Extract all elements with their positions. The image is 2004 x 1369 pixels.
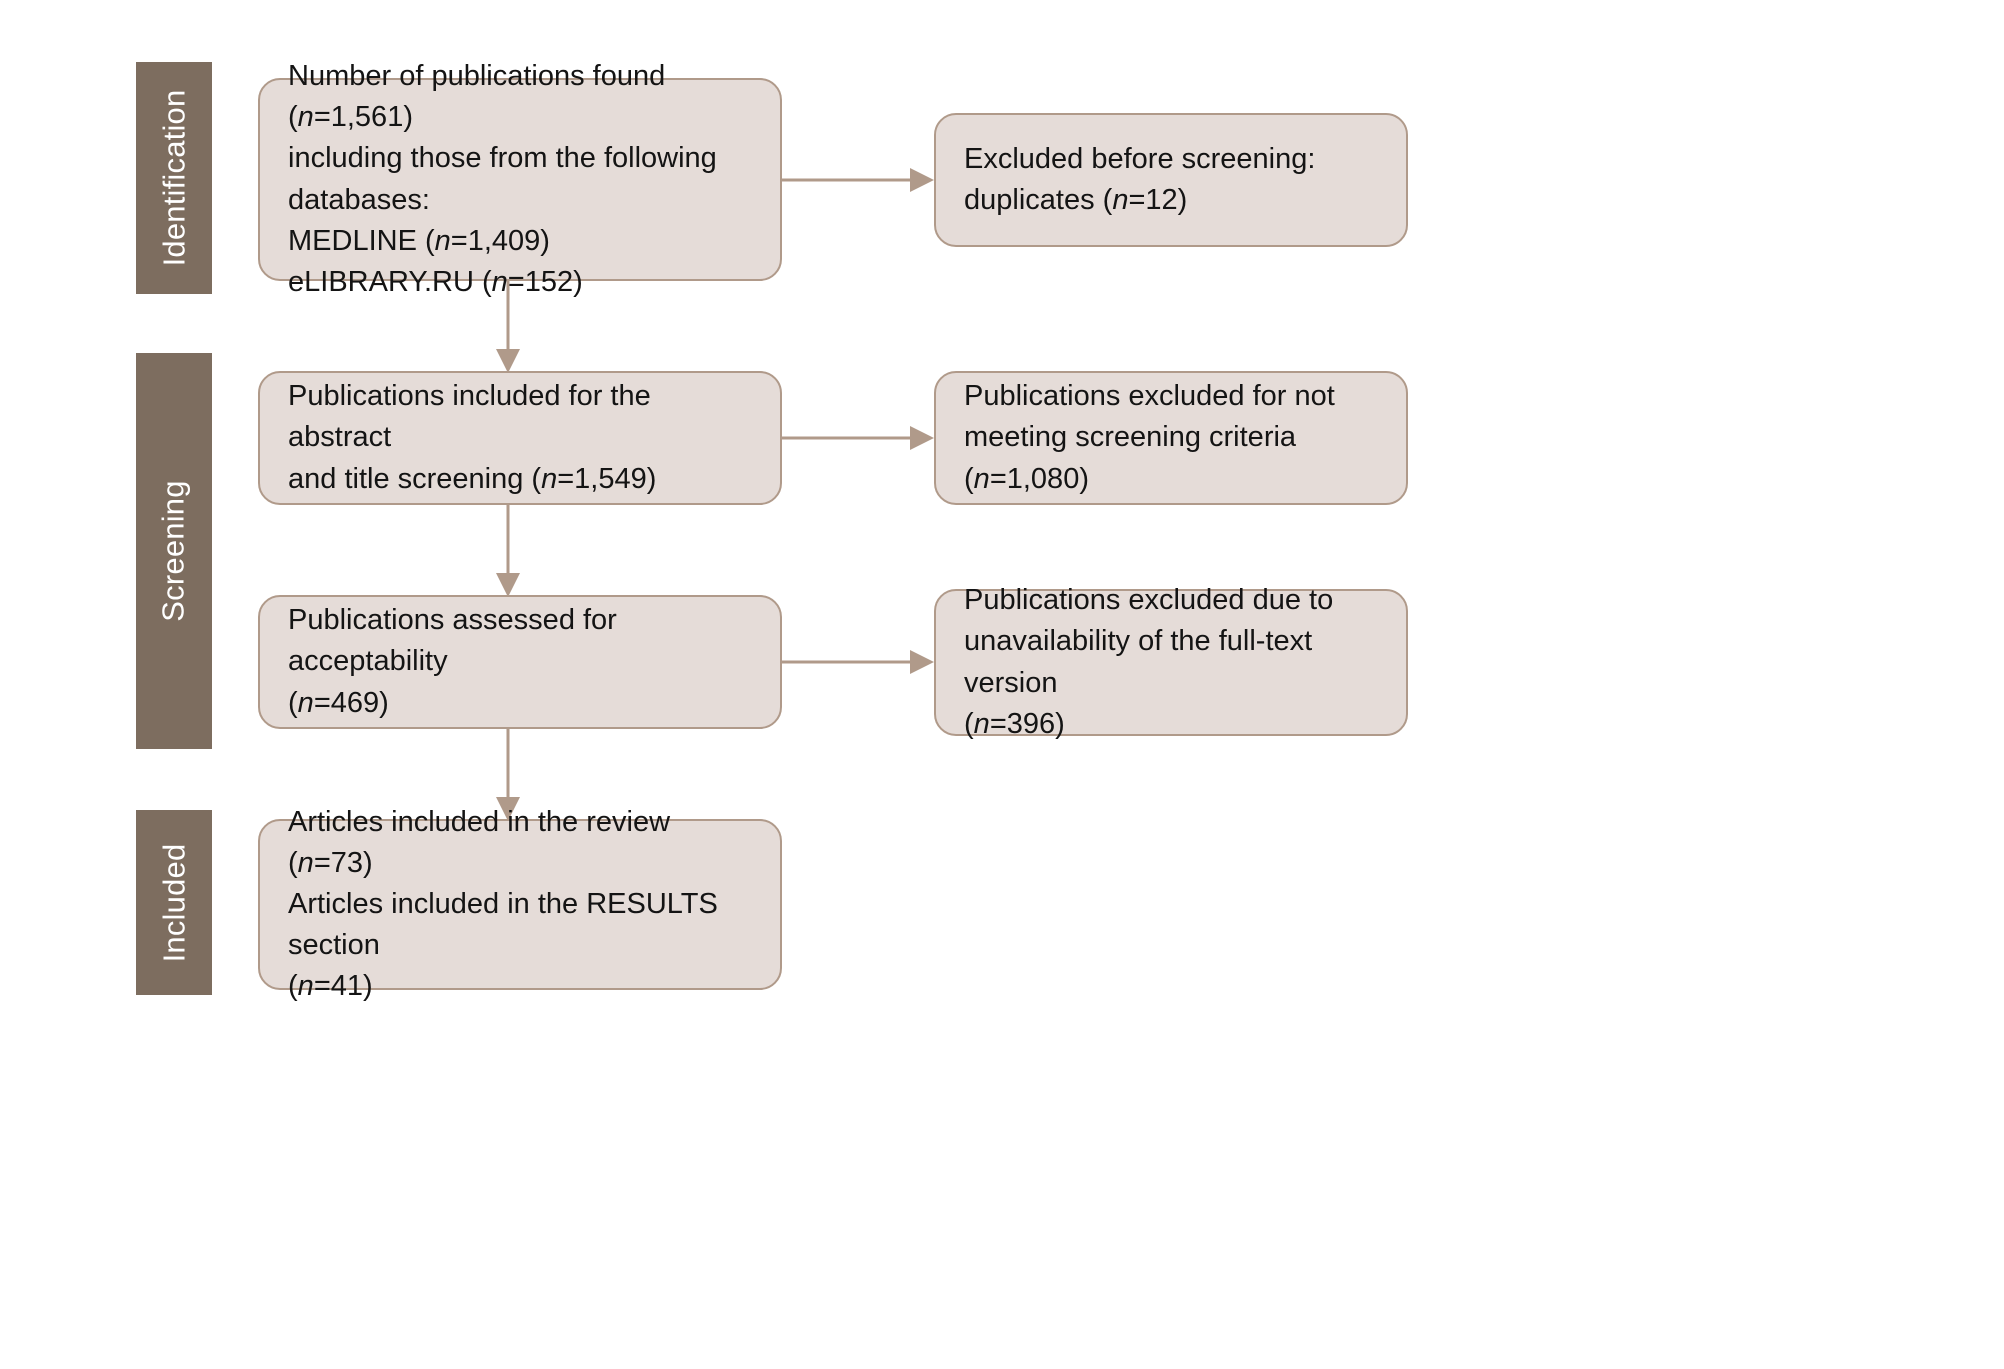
text-line: meeting screening criteria (n=1,080) — [964, 421, 1297, 495]
text-line: Publications excluded for not — [964, 380, 1335, 413]
box-excluded-before-screening: Excluded before screening: duplicates (n… — [934, 113, 1408, 247]
text-line: including those from the following — [288, 142, 717, 175]
box-abstract-title-screening-text: Publications included for the abstract a… — [260, 376, 780, 500]
text-line: Publications included for the abstract — [288, 380, 651, 454]
stage-band-included-label: Included — [156, 843, 191, 962]
text-line: Publications excluded due to — [964, 584, 1334, 617]
box-abstract-title-screening: Publications included for the abstract a… — [258, 371, 782, 505]
stage-band-identification-label: Identification — [156, 89, 192, 267]
connector-found-to-excluded-duplicates — [782, 160, 934, 200]
text-line: (n=396) — [964, 707, 1065, 740]
stage-band-screening-label: Screening — [156, 480, 191, 622]
text-line: unavailability of the full-text version — [964, 625, 1313, 699]
text-line: Excluded before screening: — [964, 142, 1316, 175]
connector-abstract-to-acceptability — [488, 505, 528, 597]
box-excluded-screening-criteria-text: Publications excluded for not meeting sc… — [936, 376, 1406, 500]
connector-acceptability-to-included — [488, 729, 528, 821]
text-line: Articles included in the RESULTS section — [288, 887, 718, 962]
box-excluded-screening-criteria: Publications excluded for not meeting sc… — [934, 371, 1408, 505]
box-articles-included-text: Articles included in the review (n=73) A… — [260, 802, 780, 1008]
box-excluded-before-screening-text: Excluded before screening: duplicates (n… — [936, 139, 1343, 221]
box-articles-included: Articles included in the review (n=73) A… — [258, 806, 782, 1002]
connector-acceptability-to-excluded-fulltext — [782, 642, 934, 682]
connector-abstract-to-excluded-criteria — [782, 418, 934, 458]
box-excluded-fulltext-unavailable-text: Publications excluded due to unavailabil… — [936, 580, 1406, 745]
text-line: and title screening (n=1,549) — [288, 462, 657, 495]
text-line: MEDLINE (n=1,409) — [288, 224, 550, 257]
text-line: Publications assessed for acceptability — [288, 604, 617, 678]
text-line: eLIBRARY.RU (n=152) — [288, 265, 583, 298]
box-assessed-acceptability-text: Publications assessed for acceptability … — [260, 600, 780, 724]
text-line: Number of publications found (n=1,561) — [288, 59, 666, 134]
text-line: (n=41) — [288, 970, 373, 1003]
connector-found-to-abstract-screening — [488, 281, 528, 373]
box-publications-found: Number of publications found (n=1,561) i… — [258, 60, 782, 298]
box-publications-found-text: Number of publications found (n=1,561) i… — [260, 56, 780, 303]
stage-band-screening: Screening — [136, 353, 212, 749]
text-line: duplicates (n=12) — [964, 184, 1188, 216]
text-line: Articles included in the review (n=73) — [288, 805, 671, 879]
stage-band-included: Included — [136, 810, 212, 995]
box-excluded-fulltext-unavailable: Publications excluded due to unavailabil… — [934, 584, 1408, 740]
text-line: (n=469) — [288, 686, 389, 719]
box-assessed-acceptability: Publications assessed for acceptability … — [258, 595, 782, 729]
stage-band-identification: Identification — [136, 62, 212, 294]
text-line: databases: — [288, 183, 430, 216]
